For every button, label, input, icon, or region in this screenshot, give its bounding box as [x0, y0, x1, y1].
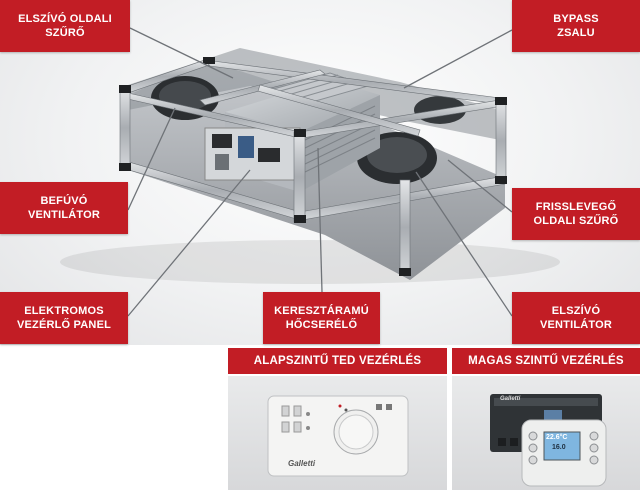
label-line: VENTILÁTOR	[539, 319, 613, 331]
label-line: SZŰRŐ	[45, 27, 85, 39]
advanced-control-title: MAGAS SZINTŰ VEZÉRLÉS	[452, 348, 640, 374]
label-line: VENTILÁTOR	[27, 209, 101, 221]
label-line: ELSZÍVÓ OLDALI	[18, 13, 112, 25]
label-exhaust-fan: ELSZÍVÓ VENTILÁTOR	[512, 292, 640, 344]
display-reading-secondary: 16.0	[552, 444, 566, 451]
controller-devices	[490, 394, 607, 487]
label-supply-fan: BEFÚVÓ VENTILÁTOR	[0, 182, 128, 234]
label-line: HŐCSERÉLŐ	[285, 319, 358, 331]
thermostat-device	[267, 395, 409, 477]
basic-control-title: ALAPSZINTŰ TED VEZÉRLÉS	[228, 348, 447, 374]
basic-control-image: Galletti	[228, 376, 447, 490]
label-electric-control-panel: ELEKTROMOS VEZÉRLŐ PANEL	[0, 292, 128, 344]
display-reading: 22.6°C	[546, 434, 568, 441]
air-handling-unit-illustration	[60, 48, 560, 284]
label-line: ELEKTROMOS	[24, 305, 104, 317]
label-bypass-damper: BYPASS ZSALU	[512, 0, 640, 52]
label-line: ZSALU	[557, 27, 595, 39]
advanced-control-image: Galletti 22.6°C 16.0	[452, 376, 640, 490]
label-line: BYPASS	[553, 13, 599, 25]
label-fresh-air-filter: FRISSLEVEGŐ OLDALI SZŰRŐ	[512, 188, 640, 240]
basic-device-brand: Galletti	[288, 459, 316, 468]
label-exhaust-side-filter: ELSZÍVÓ OLDALI SZŰRŐ	[0, 0, 130, 52]
advanced-device-brand: Galletti	[500, 396, 521, 402]
label-line: ELSZÍVÓ	[551, 305, 601, 317]
product-stage: ELSZÍVÓ OLDALI SZŰRŐ BYPASS ZSALU BEFÚVÓ…	[0, 0, 640, 345]
leader-lines	[127, 27, 513, 317]
label-line: OLDALI SZŰRŐ	[533, 215, 619, 227]
label-line: VEZÉRLŐ PANEL	[16, 319, 112, 331]
label-line: FRISSLEVEGŐ	[535, 201, 617, 213]
label-line: BEFÚVÓ	[40, 195, 88, 207]
label-crossflow-heat-exchanger: KERESZTÁRAMÚ HŐCSERÉLŐ	[263, 292, 380, 344]
label-line: KERESZTÁRAMÚ	[274, 305, 369, 317]
